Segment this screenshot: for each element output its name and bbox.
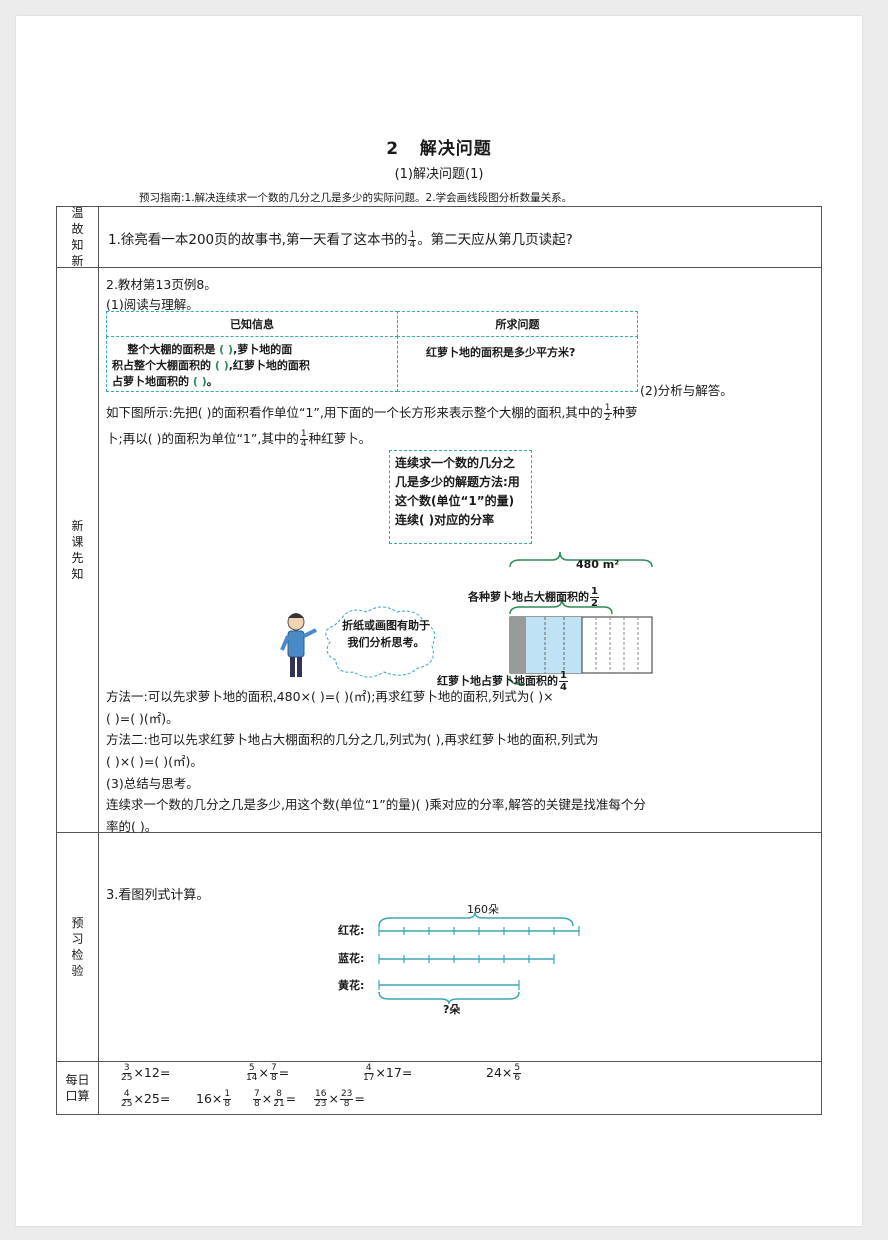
blue-flower-label: 蓝花:: [338, 952, 365, 965]
analyze-solve: (2)分析与解答。: [640, 383, 733, 398]
red-flower-label: 红花:: [338, 924, 365, 937]
speech-bubble-icon: [325, 606, 436, 678]
teacher-icon: [280, 613, 317, 677]
flower-line-diagram: [378, 912, 580, 1004]
section-check-label: 预习检验: [56, 832, 99, 1062]
section-daily-label: 每日口算: [56, 1061, 99, 1115]
section-review-label: 温故知新: [56, 206, 99, 268]
method-1-line-1: 方法一:可以先求萝卜地的面积,480×( )=( )(㎡);再求红萝卜地的面积,…: [106, 689, 554, 704]
yellow-flower-label: 黄花:: [338, 979, 365, 992]
section-new-label: 新课先知: [56, 267, 99, 833]
asked-question-text: 红萝卜地的面积是多少平方米?: [426, 346, 576, 359]
asked-question-cell: [397, 336, 638, 392]
question-3: 3.看图列式计算。: [106, 888, 210, 903]
diagram-total-label: 480 m²: [576, 558, 620, 571]
method-2-line-1: 方法二:也可以先求红萝卜地占大棚面积的几分之几,列式为( ),再求红萝卜地的面积…: [106, 732, 599, 747]
daily-cell: [98, 1061, 822, 1115]
summary-line-1: 连续求一个数的几分之几是多少,用这个数(单位“1”的量)( )乘对应的分率,解答…: [106, 797, 646, 812]
method-1-line-2: ( )=( )(㎡)。: [106, 711, 179, 726]
lesson-subtitle: (1)解决问题(1): [394, 167, 484, 182]
known-info-header: 已知信息: [106, 311, 398, 337]
area-diagram: [509, 551, 653, 685]
asked-question-header: 所求问题: [397, 311, 638, 337]
lesson-title: 2 解决问题: [386, 139, 492, 159]
unknown-flowers-label: ?朵: [443, 1003, 461, 1016]
method-2-line-2: ( )×( )=( )(㎡)。: [106, 754, 203, 769]
teacher-illustration: [280, 606, 436, 678]
known-info-text: 整个大棚的面积是 ( ),萝卜地的面 积占整个大棚面积的 ( ),红萝卜地的面积…: [112, 343, 310, 388]
method-tip-box: 连续求一个数的几分之几是多少的解题方法:用这个数(单位“1”的量)连续( )对应…: [389, 450, 532, 544]
read-understand: (1)阅读与理解。: [106, 297, 199, 312]
summary-heading: (3)总结与思考。: [106, 776, 199, 791]
preview-guide: 预习指南:1.解决连续求一个数的几分之几是多少的实际问题。2.学会画线段图分析数…: [139, 192, 573, 204]
thinking-bubble-text: 折纸或画图有助于我们分析思考。: [342, 619, 430, 649]
question-2: 2.教材第13页例8。: [106, 277, 217, 292]
para-1: 如下图所示:先把( )的面积看作单位“1”,用下面的一个长方形来表示整个大棚的面…: [106, 403, 638, 423]
summary-line-2: 率的( )。: [106, 819, 158, 834]
worksheet-page: 2 解决问题 (1)解决问题(1) 预习指南:1.解决连续求一个数的几分之几是多…: [16, 16, 862, 1226]
